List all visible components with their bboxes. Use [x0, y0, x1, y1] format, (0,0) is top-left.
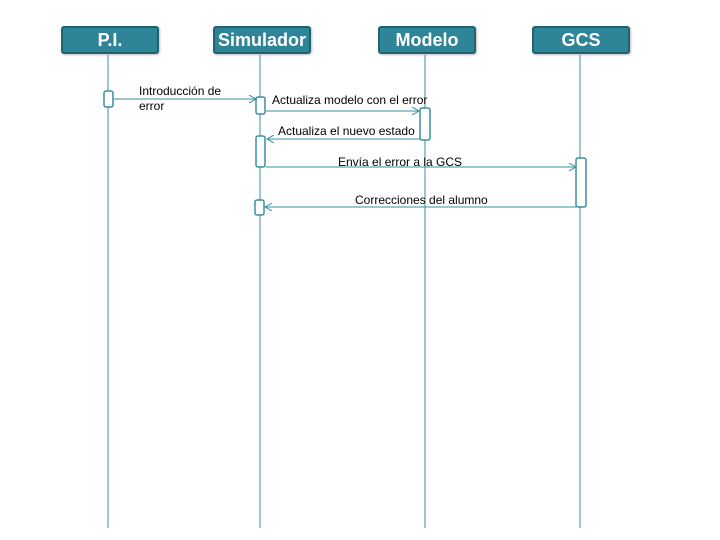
activation-simulador-3: [254, 199, 265, 216]
actor-pi: P.I.: [61, 26, 159, 54]
message-label-correcciones: Correcciones del alumno: [355, 193, 488, 207]
activation-gcs: [575, 157, 587, 208]
activation-simulador-1: [255, 96, 266, 115]
actor-simulador: Simulador: [213, 26, 311, 54]
message-label-actualiza-estado: Actualiza el nuevo estado: [278, 124, 415, 138]
actor-gcs: GCS: [532, 26, 630, 54]
message-label-envia-error: Envía el error a la GCS: [338, 155, 463, 169]
activation-pi: [103, 90, 114, 108]
message-label-introduccion-line2: error: [139, 99, 165, 113]
message-label-introduccion-line1: Introducción de: [139, 84, 222, 98]
activation-simulador-2: [255, 135, 266, 168]
activation-modelo: [419, 107, 431, 141]
actor-modelo: Modelo: [378, 26, 476, 54]
message-label-actualiza-modelo: Actualiza modelo con el error: [272, 93, 428, 107]
